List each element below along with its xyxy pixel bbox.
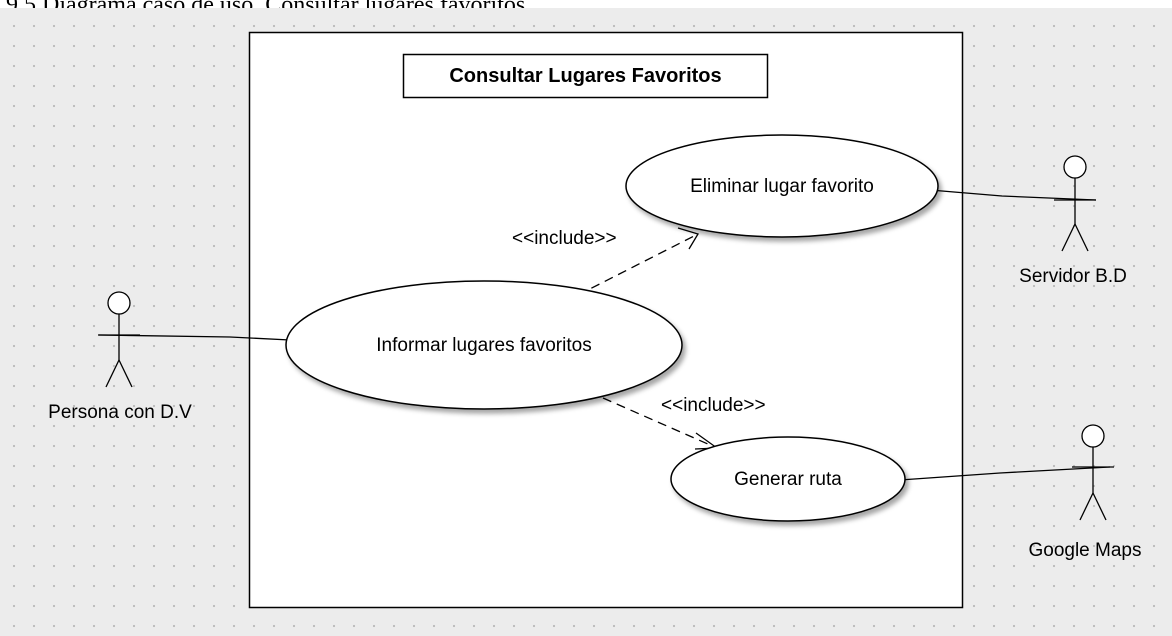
actor-google[interactable] <box>1072 424 1114 521</box>
actor-servidor[interactable] <box>1054 155 1096 252</box>
actor-google-label: Google Maps <box>1028 540 1141 561</box>
use-case-eliminar[interactable]: Eliminar lugar favorito <box>625 134 939 238</box>
use-case-generar-label: Generar ruta <box>734 469 842 490</box>
include-label-top: <<include>> <box>512 228 617 249</box>
include-label-bottom: <<include>> <box>661 395 766 416</box>
actor-persona[interactable] <box>98 291 140 388</box>
actor-servidor-label: Servidor B.D <box>1019 266 1127 287</box>
include-dependency-eliminar[interactable] <box>577 227 699 296</box>
association-generar-google[interactable] <box>899 466 1111 481</box>
use-case-informar[interactable]: Informar lugares favoritos <box>285 280 683 410</box>
use-case-informar-label: Informar lugares favoritos <box>376 335 591 356</box>
association-eliminar-servidor[interactable] <box>929 189 1097 201</box>
association-persona-informar[interactable] <box>98 334 291 341</box>
actor-persona-label: Persona con D.V <box>48 402 192 423</box>
system-title: Consultar Lugares Favoritos <box>449 65 721 87</box>
use-case-eliminar-label: Eliminar lugar favorito <box>690 176 874 197</box>
system-title-box[interactable]: Consultar Lugares Favoritos <box>402 53 769 99</box>
use-case-generar[interactable]: Generar ruta <box>670 436 906 522</box>
